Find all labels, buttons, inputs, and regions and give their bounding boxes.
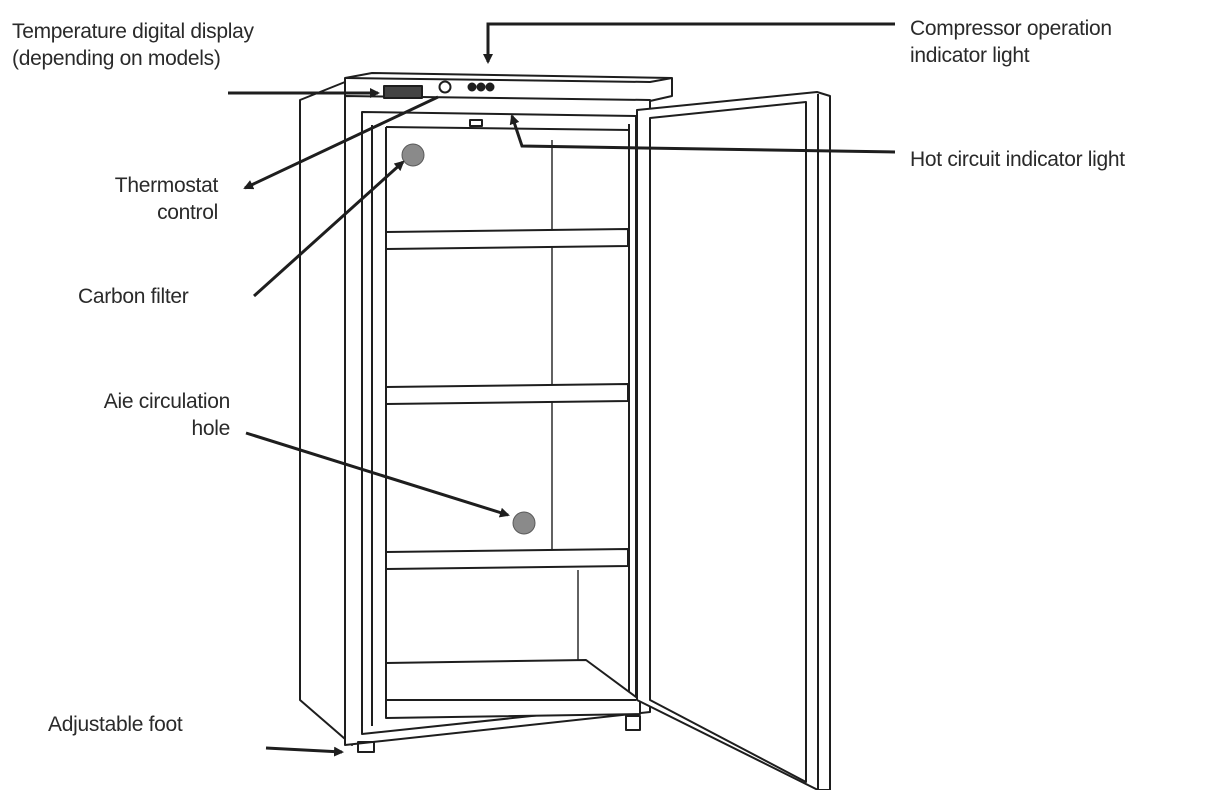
- label-air-circulation-hole: Aie circulation hole: [50, 388, 231, 442]
- carbon-filter-arrow: [252, 160, 405, 298]
- carbon-filter-marker: [401, 143, 425, 167]
- label-carbon-filter-line1: Carbon filter: [78, 285, 189, 308]
- label-compressor-light: Compressor operation indicator light: [910, 15, 1112, 69]
- air-hole-marker: [512, 511, 536, 535]
- label-temperature-display-line2: (depending on models): [12, 47, 221, 70]
- label-air-circulation-hole-line2: hole: [191, 417, 230, 440]
- label-adjustable-foot: Adjustable foot: [48, 711, 183, 738]
- adjustable-foot-arrow: [265, 746, 344, 757]
- label-compressor-light-line2: indicator light: [910, 44, 1030, 67]
- label-compressor-light-line1: Compressor operation: [910, 17, 1112, 40]
- label-temperature-display: Temperature digital display (depending o…: [12, 18, 254, 72]
- label-thermostat-control-line1: Thermostat: [114, 174, 219, 197]
- label-carbon-filter: Carbon filter: [78, 283, 189, 310]
- door: [636, 91, 831, 790]
- compressor-light-arrow: [483, 22, 895, 64]
- cabinet: [299, 72, 673, 753]
- thermostat-control-arrow: [243, 95, 439, 190]
- air-hole-arrow: [245, 431, 510, 518]
- label-air-circulation-hole-line1: Aie circulation: [103, 390, 231, 413]
- label-thermostat-control: Thermostat control: [80, 172, 219, 226]
- label-thermostat-control-line2: control: [157, 201, 218, 224]
- label-adjustable-foot-line1: Adjustable foot: [48, 713, 183, 736]
- label-hot-circuit-light: Hot circuit indicator light: [910, 146, 1125, 173]
- label-hot-circuit-light-line1: Hot circuit indicator light: [910, 148, 1125, 171]
- label-temperature-display-line1: Temperature digital display: [12, 20, 254, 43]
- hot-circuit-light-arrow: [509, 114, 896, 154]
